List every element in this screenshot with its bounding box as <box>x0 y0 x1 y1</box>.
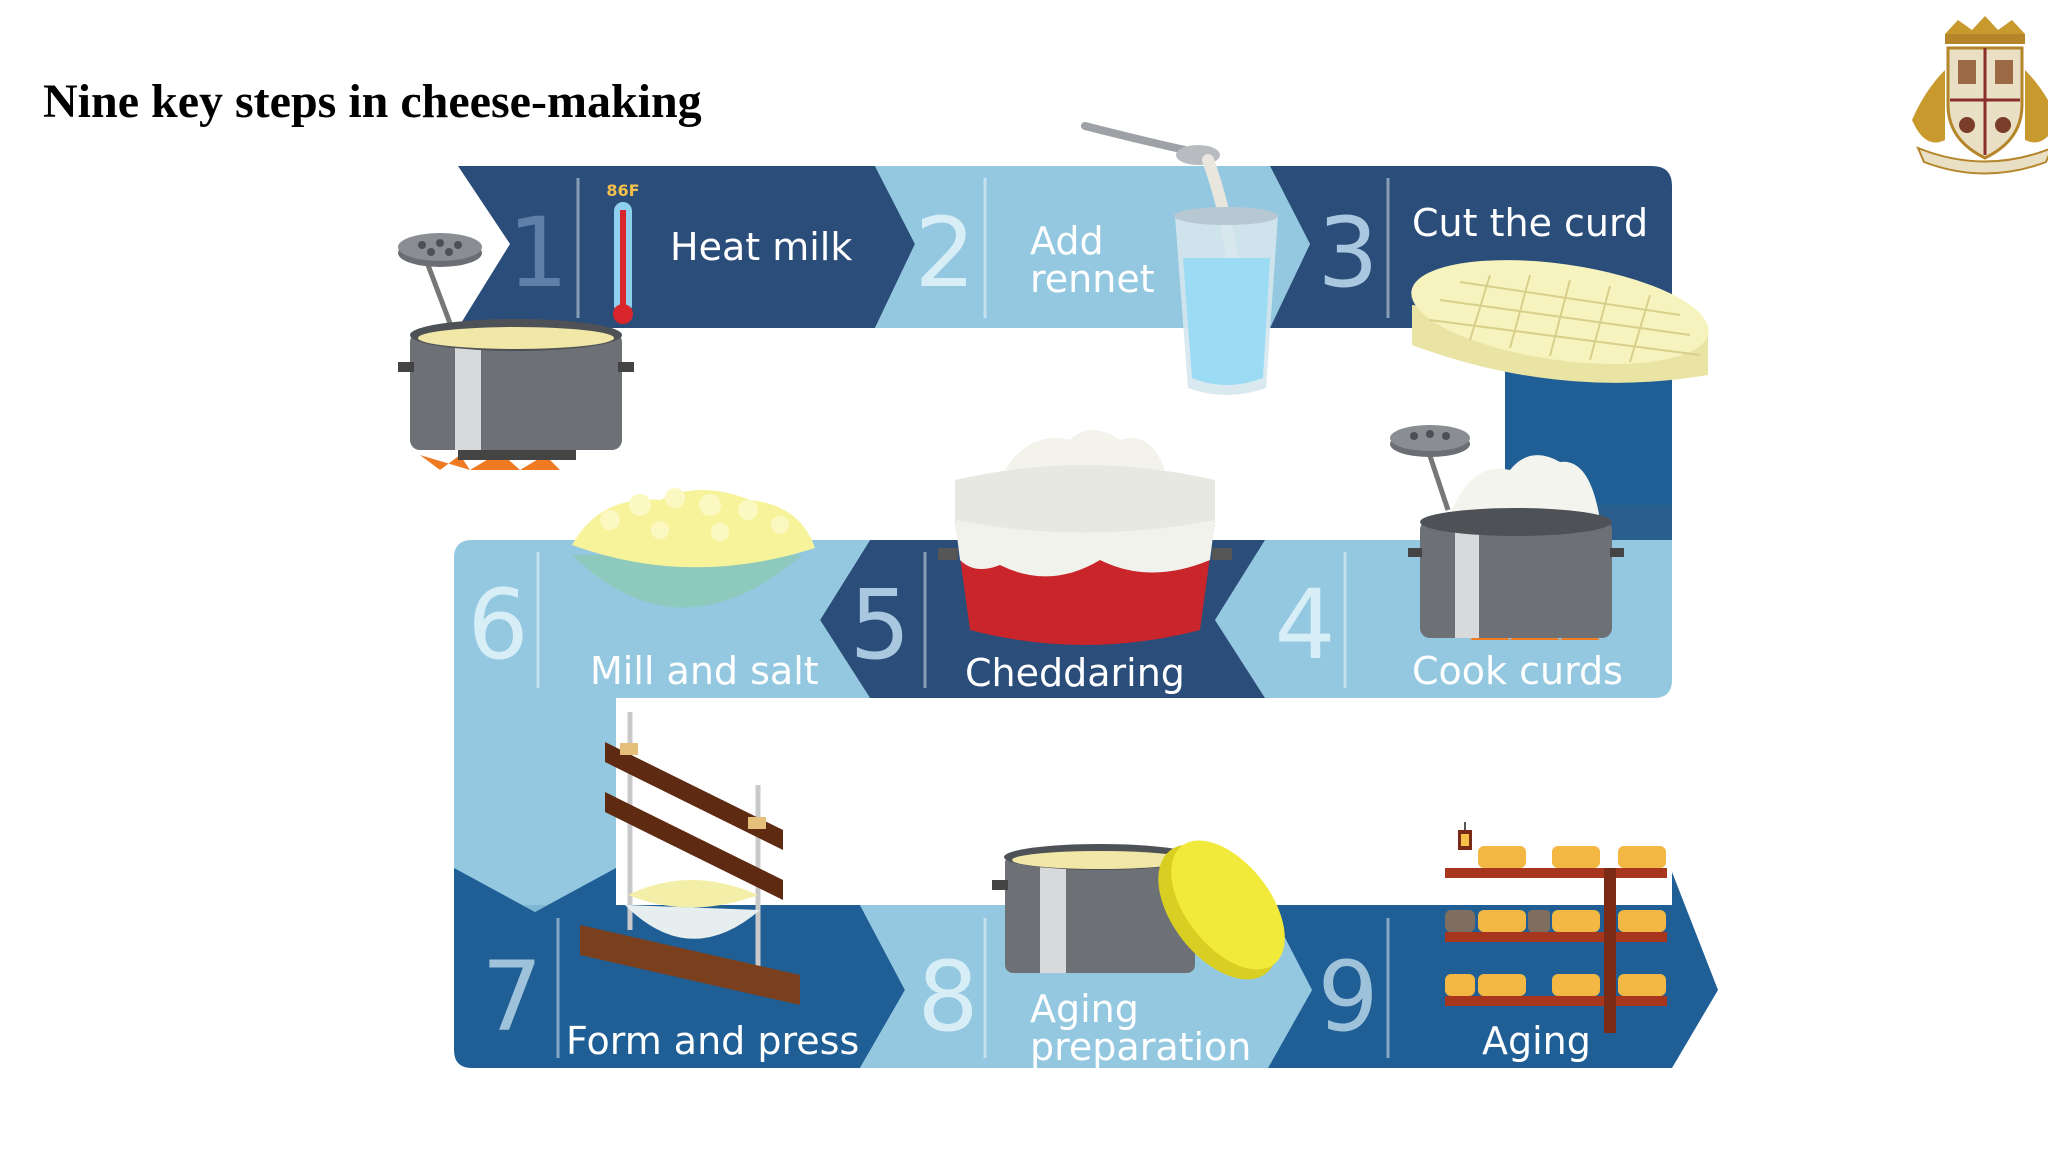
step-1-number: 1 <box>507 197 568 309</box>
step-3-label: Cut the curd <box>1412 201 1648 245</box>
step-6-number: 6 <box>467 569 528 681</box>
step-dividers <box>536 178 1390 1058</box>
aging-pot-icon <box>992 844 1196 973</box>
cheddaring-pot-icon <box>938 430 1232 645</box>
step-5-number: 5 <box>849 569 910 681</box>
step-1-segment <box>458 166 915 328</box>
thermometer-label: 86F <box>606 181 639 200</box>
step-2-label-line-1: Add <box>1030 219 1104 263</box>
step-2-number: 2 <box>914 197 975 309</box>
cheese-wheel-icon <box>1411 260 1709 383</box>
curds-bowl-icon <box>572 488 815 608</box>
step-7-label: Form and press <box>566 1019 859 1063</box>
step-1-label: Heat milk <box>670 225 852 269</box>
cook-curds-pot-icon <box>1390 425 1624 640</box>
step-3-number: 3 <box>1317 197 1378 309</box>
step-numbers: 1 2 3 4 5 6 7 8 9 <box>467 197 1378 1053</box>
pot-icon <box>398 233 634 470</box>
step-2-label-line-2: rennet <box>1030 257 1155 301</box>
step-4-number: 4 <box>1274 569 1335 681</box>
thermometer-icon: 86F <box>606 181 640 324</box>
left-connector <box>454 698 616 905</box>
step-4-label: Cook curds <box>1412 649 1623 693</box>
crest-logo <box>1912 16 2048 175</box>
step-8-label-line-1: Aging <box>1030 987 1139 1031</box>
step-9-number: 9 <box>1317 941 1378 1053</box>
step-5-label: Cheddaring <box>965 651 1185 695</box>
glass-icon <box>1174 207 1278 395</box>
yellow-cheese-wheel-icon <box>1158 840 1285 980</box>
cheese-shelf-icon <box>1445 846 1667 1033</box>
step-8-label-line-2: preparation <box>1030 1025 1251 1069</box>
cheese-press-icon <box>580 712 800 1005</box>
page-title: Nine key steps in cheese-making <box>43 75 702 128</box>
step-6-label: Mill and salt <box>590 649 819 693</box>
step-9-label: Aging <box>1482 1019 1591 1063</box>
lantern-icon <box>1458 822 1472 850</box>
step-7-number: 7 <box>481 941 542 1053</box>
step-labels: Heat milk Add rennet Cut the curd Cook c… <box>566 201 1648 1069</box>
step-8-number: 8 <box>917 941 978 1053</box>
